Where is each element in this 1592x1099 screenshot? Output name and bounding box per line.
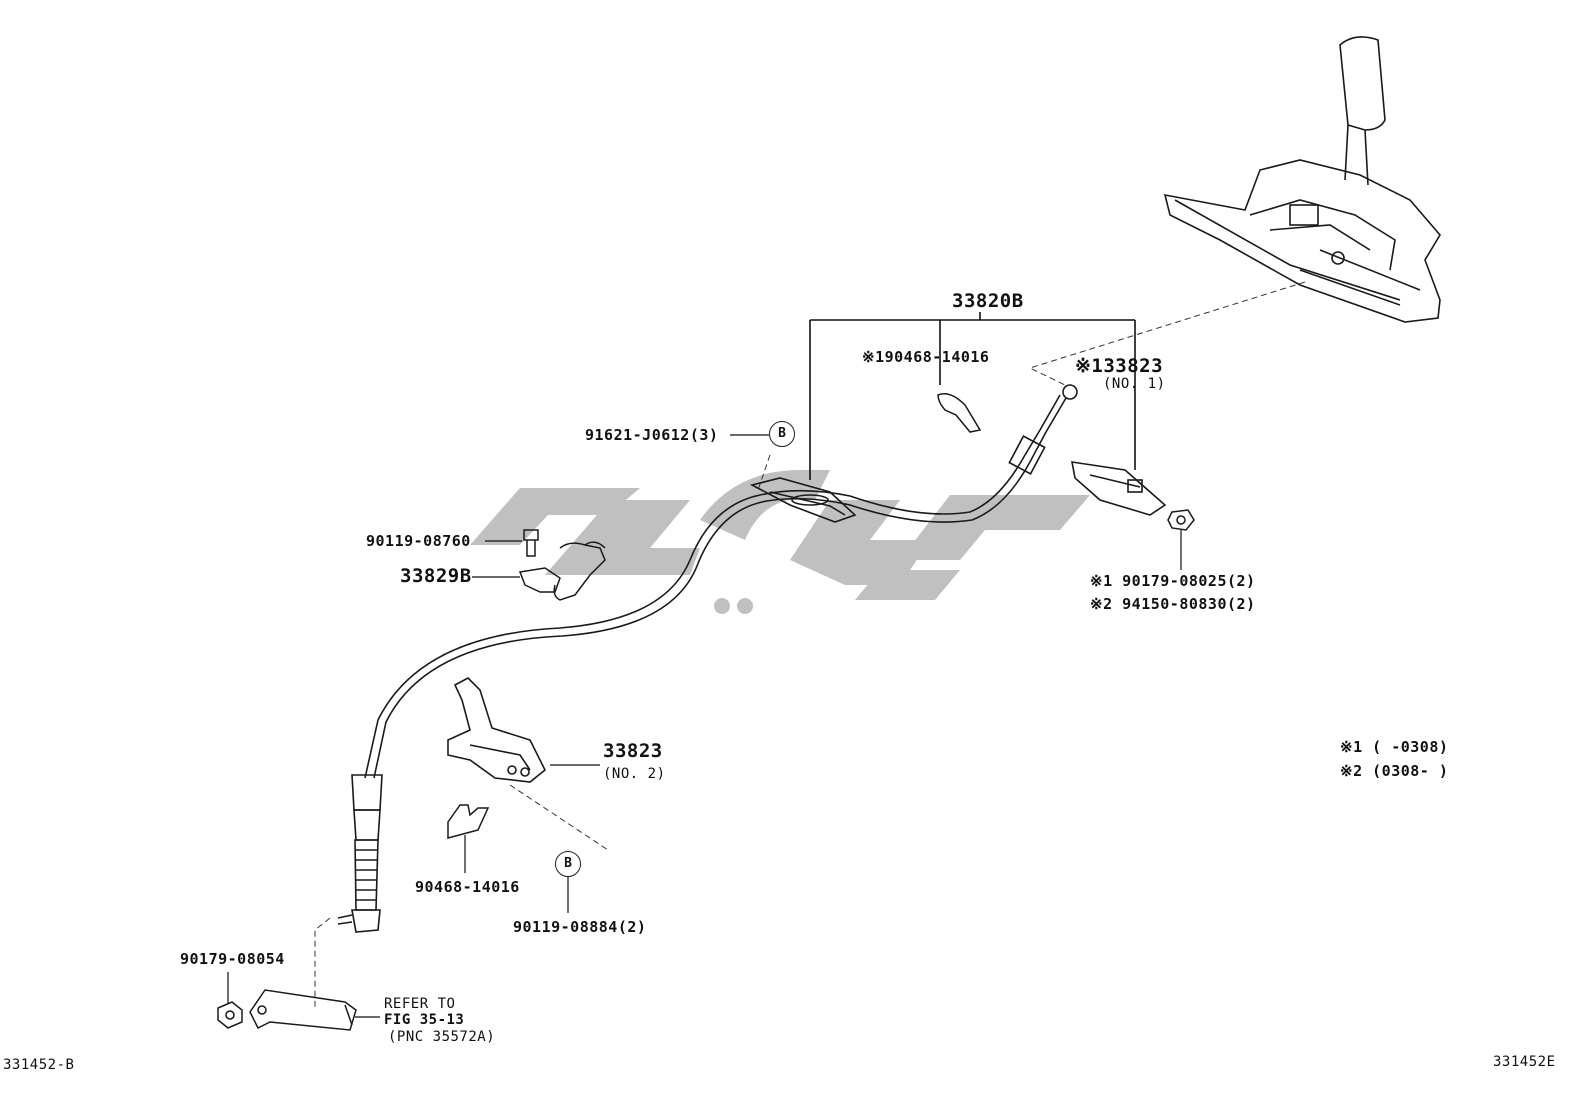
label-bolt-b-bottom: 90119-08884(2) xyxy=(513,918,647,936)
transmission-control-cable xyxy=(337,384,1078,933)
figure-id-right: 331452E xyxy=(1493,1054,1556,1070)
label-nut-alt2: ※2 94150-80830(2) xyxy=(1090,595,1256,613)
nut-right xyxy=(1167,509,1195,531)
label-nut-bottom: 90179-08054 xyxy=(180,950,285,968)
label-bolt-b-top: 91621-J0612(3) xyxy=(585,426,719,444)
label-legend-note2: ※2 (0308- ) xyxy=(1340,762,1449,780)
label-bracket-no2: 33823 xyxy=(603,740,663,762)
dashed-leader-lines xyxy=(314,281,1306,1010)
watermark-logo xyxy=(470,470,1090,614)
label-nut-alt1: ※1 90179-08025(2) xyxy=(1090,572,1256,590)
bolt-and-retainer xyxy=(518,529,606,601)
label-refer-line1: REFER TO xyxy=(384,996,456,1012)
label-bracket-no1-sub: (NO. 1) xyxy=(1103,376,1166,392)
bracket-no2 xyxy=(447,677,547,783)
label-refer-line3: (PNC 35572A) xyxy=(388,1029,496,1045)
nut-bottom-and-plate xyxy=(217,989,357,1031)
label-refer-line2: FIG 35-13 xyxy=(384,1012,465,1028)
shift-lever-assembly xyxy=(1163,36,1441,323)
label-legend-note1: ※1 ( -0308) xyxy=(1340,738,1449,756)
label-assembly-33820B: 33820B xyxy=(952,290,1024,312)
label-bracket-no2-sub: (NO. 2) xyxy=(603,766,666,782)
figure-id-left: 331452-B xyxy=(3,1057,75,1073)
label-clip-top: ※190468-14016 xyxy=(862,348,990,366)
clip-part-bottom xyxy=(447,804,490,839)
label-bolt-small: 90119-08760 xyxy=(366,532,471,550)
label-clip-bottom: 90468-14016 xyxy=(415,878,520,896)
leader-lines xyxy=(227,434,1182,1018)
clip-part-top xyxy=(937,393,982,433)
cable-mount-plate xyxy=(749,477,857,523)
marker-b-bottom: B xyxy=(555,851,581,877)
bracket-no1 xyxy=(1071,461,1167,516)
marker-b-top: B xyxy=(769,421,795,447)
label-bracket-no1: ※133823 xyxy=(1075,355,1164,377)
label-retainer-33829B: 33829B xyxy=(400,565,472,587)
assembly-bracket-33820B xyxy=(809,312,1136,480)
